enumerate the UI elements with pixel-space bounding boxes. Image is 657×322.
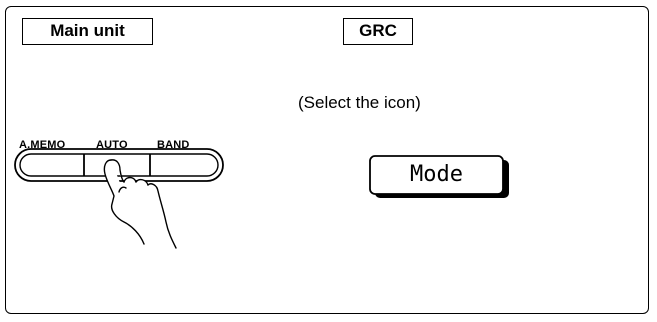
band-button-label: BAND xyxy=(157,139,190,151)
pressing-hand-icon xyxy=(103,159,177,249)
mode-icon[interactable] xyxy=(368,155,510,199)
main-unit-label: Main unit xyxy=(22,18,153,45)
amemo-button-label: A.MEMO xyxy=(19,139,66,151)
mode-icon-label: Mode xyxy=(410,162,463,187)
auto-button-label: AUTO xyxy=(96,139,128,151)
diagram-frame xyxy=(5,6,649,314)
select-icon-instruction: (Select the icon) xyxy=(298,93,421,112)
main-unit-button-strip xyxy=(14,148,224,249)
grc-label: GRC xyxy=(343,18,413,45)
